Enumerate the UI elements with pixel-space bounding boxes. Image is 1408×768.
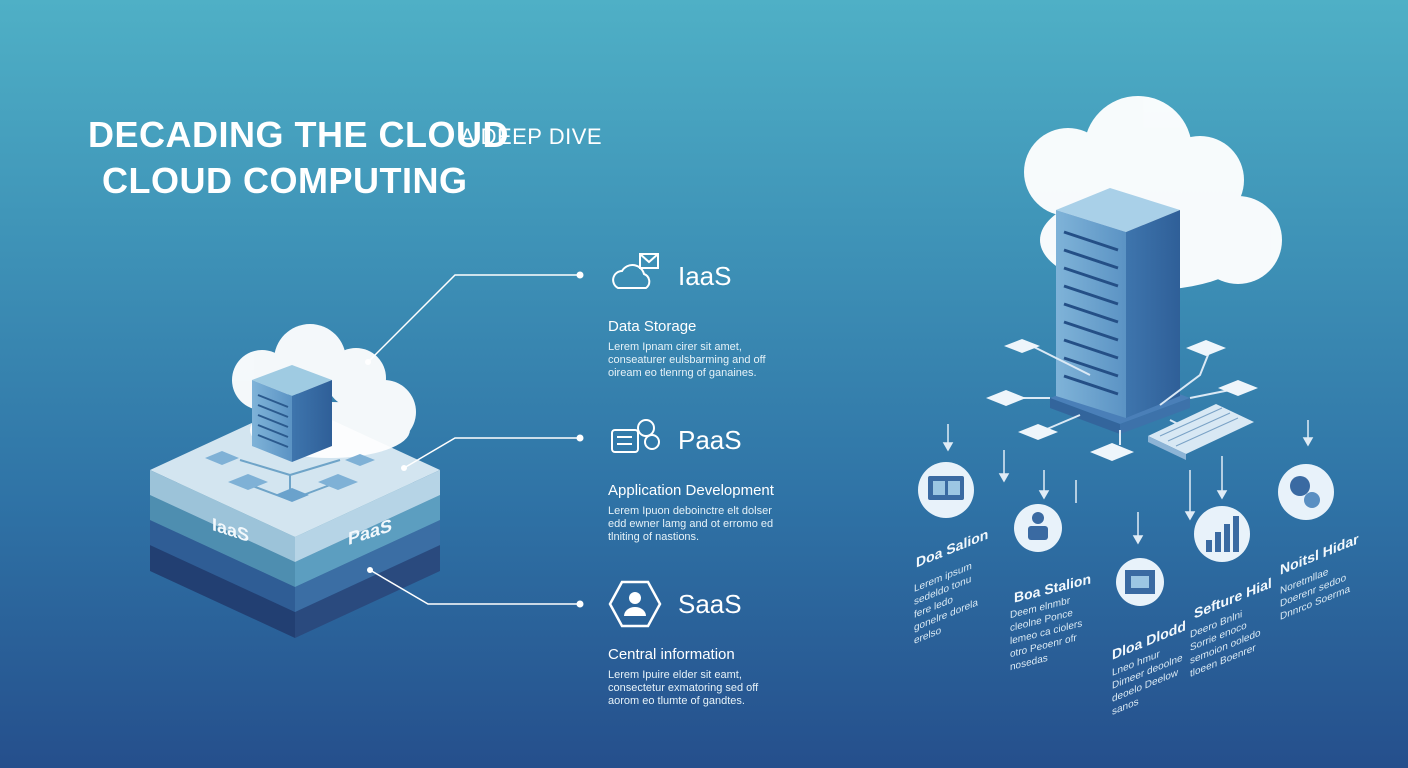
server-right <box>1056 188 1180 418</box>
chair-person-icon <box>1014 504 1062 552</box>
connector-dot <box>401 465 407 471</box>
network-node-tiles <box>986 339 1258 461</box>
service-name: SaaS <box>678 588 742 619</box>
connector-dot <box>576 271 584 279</box>
code-blocks-icon <box>611 419 660 453</box>
service-name: IaaS <box>678 260 732 291</box>
storage-box-icon <box>1116 558 1164 606</box>
connector-lines <box>367 274 580 605</box>
gear-icon <box>1278 464 1334 520</box>
connector-dot <box>576 434 584 442</box>
service-iaas: IaaS Data Storage Lerem Ipnam cirer sit … <box>608 250 848 380</box>
title-line-2: CLOUD COMPUTING <box>102 160 468 201</box>
cloud-mail-icon <box>612 253 659 289</box>
service-paas: PaaS Application Development Lerem Ipuon… <box>608 414 848 544</box>
tile-icons <box>918 462 1334 606</box>
service-description: Lerem Ipnam cirer sit amet, conseaturer … <box>608 341 766 379</box>
service-subtitle: Data Storage <box>608 318 697 335</box>
connector-dot <box>576 600 584 608</box>
keyboard <box>1148 404 1254 460</box>
service-name: PaaS <box>678 424 742 455</box>
service-subtitle: Central information <box>608 646 735 663</box>
growth-chart-icon <box>1194 506 1250 562</box>
title-line-1: DECADING THE CLOUD <box>88 114 509 155</box>
arrows-down <box>942 420 1314 545</box>
monitor-icon <box>918 462 974 518</box>
connector-dot <box>367 567 373 573</box>
service-description: Lerem Ipuire elder sit eamt, consectetur… <box>608 669 759 707</box>
server-left <box>252 365 332 462</box>
service-description: Lerem Ipuon deboinctre elt dolser edd ew… <box>608 505 774 543</box>
connector-dot <box>365 359 371 365</box>
user-hexagon-icon <box>608 580 662 628</box>
service-saas: SaaS Central information Lerem Ipuire el… <box>608 578 848 708</box>
network-nodes-left <box>205 451 375 502</box>
service-subtitle: Application Development <box>608 482 774 499</box>
title-subtitle: A DEEP DIVE <box>460 124 603 149</box>
